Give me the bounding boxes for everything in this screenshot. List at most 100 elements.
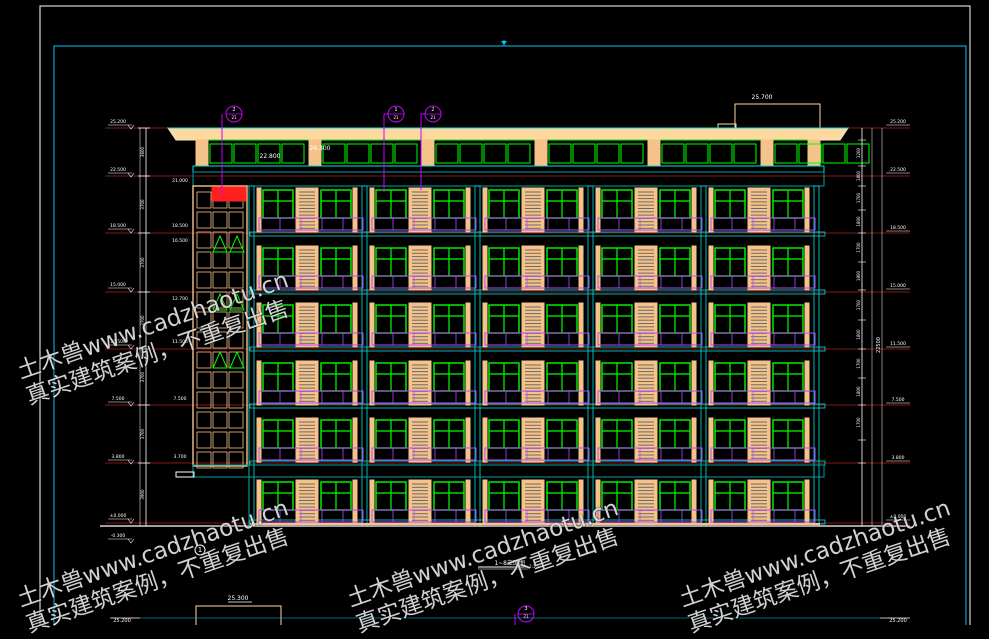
level-symbol (127, 459, 135, 465)
dimension-lines: 3600370037003700370037003900120018001700… (108, 119, 910, 544)
svg-text:2: 2 (232, 107, 235, 113)
level-label-left: -0.300 (111, 533, 126, 539)
balcony-rail (597, 390, 703, 404)
parapet-pier (195, 139, 209, 167)
level-label-inner: 18.500 (172, 223, 188, 229)
stair-window (228, 291, 244, 309)
balcony-rail (710, 509, 816, 523)
level-label-left: 22.500 (110, 167, 126, 173)
right-dim-text: 1800 (856, 329, 861, 340)
wall-strip (691, 479, 697, 525)
level-label-right: 11.500 (890, 341, 906, 347)
right-dim-text: 1800 (856, 170, 861, 181)
wall-strip (352, 360, 358, 406)
balcony-rail (597, 217, 703, 231)
wall-strip (465, 302, 471, 348)
parapet-window (435, 143, 459, 164)
stair-triangle (229, 292, 245, 311)
balcony-rail (258, 332, 364, 346)
stair-window (196, 211, 212, 229)
wall-strip (708, 417, 714, 463)
parapet-pier (647, 139, 661, 167)
balcony-rail (484, 217, 590, 231)
level-label-right: 7.500 (892, 397, 905, 403)
facade-column (248, 185, 255, 527)
balcony-rail (710, 332, 816, 346)
parapet-window (709, 143, 733, 164)
wall-strip (691, 302, 697, 348)
wall-strip (369, 360, 375, 406)
parapet-window (233, 143, 257, 164)
wall-strip (708, 302, 714, 348)
wall-strip (352, 479, 358, 525)
wall-strip (804, 360, 810, 406)
svg-text:21: 21 (430, 115, 436, 120)
building-elevation (100, 103, 910, 625)
callout-1: 2 21 (231, 107, 237, 120)
parapet-window (572, 143, 596, 164)
callout-3: 2 21 (430, 107, 436, 120)
level-symbol (127, 172, 135, 178)
parapet-window (661, 143, 685, 164)
stair-window (228, 251, 244, 269)
parapet-window (370, 143, 394, 164)
right-dim-text: 1800 (856, 216, 861, 227)
balcony-rail (371, 275, 477, 289)
facade-column (813, 185, 820, 527)
right-dim-text: 1700 (856, 242, 861, 253)
podium-band (192, 464, 825, 478)
right-dim-text: 1800 (856, 270, 861, 281)
lower-machine-room (195, 605, 282, 625)
stair-window (228, 431, 244, 449)
facade-column (474, 185, 481, 527)
balcony-rail (597, 275, 703, 289)
wall-strip (352, 245, 358, 291)
lower-right-level: 25.200 (889, 618, 907, 624)
wall-strip (595, 302, 601, 348)
wall-strip (352, 417, 358, 463)
stair-window (228, 451, 244, 469)
stair-window (228, 231, 244, 249)
wall-strip (691, 245, 697, 291)
level-label-left: ±0.000 (110, 513, 127, 519)
stair-window (212, 431, 228, 449)
svg-text:21: 21 (393, 115, 399, 120)
balcony-rail (710, 217, 816, 231)
parapet-pier (308, 139, 322, 167)
level-label-inner: 11.500 (172, 339, 188, 345)
level-label-inner: 7.500 (174, 396, 187, 402)
level-label-right: 25.200 (890, 119, 906, 125)
wall-strip (595, 360, 601, 406)
stair-window (196, 271, 212, 289)
balcony-rail (371, 217, 477, 231)
callout-4: 3 21 (523, 606, 529, 619)
balcony-rail (371, 447, 477, 461)
parapet-window (620, 143, 644, 164)
left-dim-text: 3700 (140, 315, 145, 326)
balcony-rail (258, 217, 364, 231)
stair-window (212, 291, 228, 309)
stair-window (196, 351, 212, 369)
level-symbol (127, 538, 135, 544)
stair-window (196, 451, 212, 469)
axis-marker-label: 1 (198, 546, 202, 554)
wall-strip (482, 360, 488, 406)
level-label-right: ±0.000 (890, 514, 907, 520)
level-label-left: 11.500 (110, 339, 126, 345)
wall-strip (691, 360, 697, 406)
inner-border (53, 45, 967, 625)
balcony-rail (258, 275, 364, 289)
wall-strip (578, 417, 584, 463)
right-dim-text: 1700 (856, 358, 861, 369)
balcony-rail (371, 509, 477, 523)
wall-strip (578, 245, 584, 291)
stair-window (196, 331, 212, 349)
stair-window (196, 291, 212, 309)
wall-strip (482, 245, 488, 291)
wall-strip (369, 245, 375, 291)
parapet-window (322, 143, 346, 164)
wall-strip (482, 302, 488, 348)
facade-column (361, 185, 368, 527)
stair-red-marker (211, 186, 247, 202)
level-symbol (127, 518, 135, 524)
